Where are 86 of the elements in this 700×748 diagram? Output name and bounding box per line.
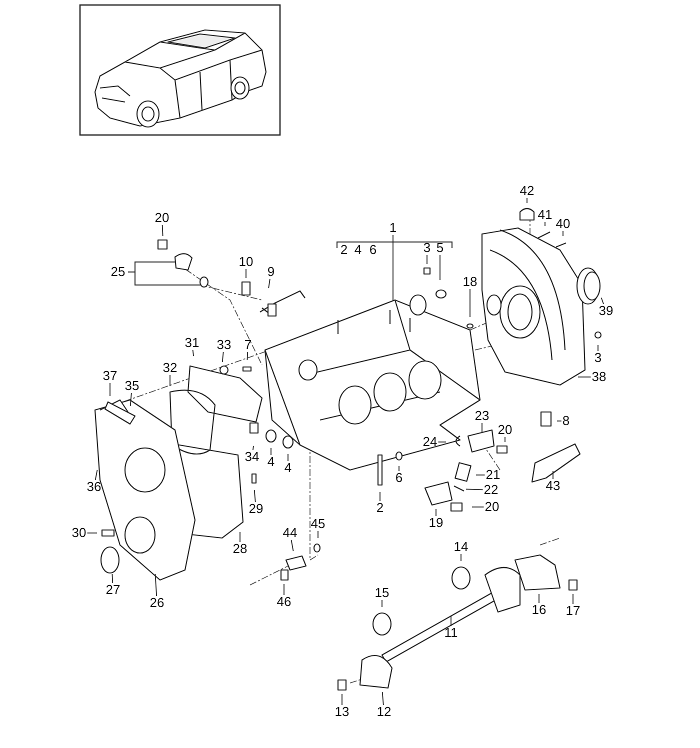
leader-line <box>572 594 574 604</box>
leader-line <box>94 469 98 480</box>
leader-line <box>552 470 554 480</box>
leader-line <box>460 554 462 562</box>
leader-line <box>130 392 132 406</box>
leader-line <box>476 474 486 476</box>
callout-number: 4 <box>283 461 293 475</box>
callout-number: 8 <box>561 414 571 428</box>
callout-number: 39 <box>598 304 614 318</box>
leader-line <box>504 436 506 442</box>
leader-line <box>270 448 272 456</box>
leader-line <box>192 350 194 356</box>
leader-line <box>290 540 294 552</box>
callout-number: 34 <box>244 450 260 464</box>
callout-number: 42 <box>518 184 536 198</box>
leader-line <box>398 466 400 472</box>
callout-number: 13 <box>334 705 350 719</box>
leader-line <box>392 234 394 302</box>
callout-number: 29 <box>248 502 264 516</box>
callout-number: 2 <box>339 243 349 257</box>
leader-line <box>426 254 428 264</box>
leader-line <box>268 278 270 288</box>
callout-number: 3 <box>422 241 432 255</box>
leader-line <box>600 297 604 304</box>
callout-number: 33 <box>216 338 232 352</box>
callout-number: 43 <box>544 479 562 493</box>
callout-number: 16 <box>530 603 548 617</box>
callout-number: 4 <box>266 455 276 469</box>
callout-number: 7 <box>243 338 253 352</box>
callout-number: 40 <box>554 217 572 231</box>
callout-number: 2 <box>375 501 385 515</box>
callout-number: 23 <box>474 409 490 423</box>
callout-number: 10 <box>238 255 254 269</box>
callout-number: 17 <box>564 604 582 618</box>
callout-number: 9 <box>266 265 276 279</box>
callout-number: 32 <box>162 361 178 375</box>
callout-number: 21 <box>484 468 502 482</box>
callout-number: 20 <box>484 500 500 514</box>
callout-number: 27 <box>104 583 122 597</box>
callout-number: 26 <box>148 596 166 610</box>
callout-number: 30 <box>70 526 88 540</box>
callout-number: 37 <box>102 369 118 383</box>
callout-number: 22 <box>482 483 500 497</box>
callout-number: 35 <box>124 379 140 393</box>
callout-number: 44 <box>282 526 298 540</box>
callout-number: 18 <box>462 275 478 289</box>
callout-number: 24 <box>422 435 438 449</box>
callout-number: 31 <box>184 336 200 350</box>
callout-number: 1 <box>388 221 398 235</box>
leader-line <box>556 420 562 422</box>
leader-line <box>246 352 248 360</box>
leader-line <box>254 490 256 502</box>
leader-line <box>538 594 540 604</box>
leader-line <box>382 692 384 706</box>
callout-number: 25 <box>110 265 126 279</box>
callout-number: 41 <box>536 208 554 222</box>
callout-number: 46 <box>276 595 292 609</box>
callout-number: 6 <box>394 471 404 485</box>
callout-number: 36 <box>86 480 102 494</box>
leader-line <box>154 574 158 596</box>
callout-number: 19 <box>428 516 444 530</box>
leader-line <box>466 488 484 490</box>
leader-line <box>544 222 546 226</box>
callout-number: 6 <box>368 243 378 257</box>
leader-line <box>450 616 452 626</box>
leader-line <box>86 532 98 534</box>
leader-line <box>252 446 254 450</box>
callout-number: 20 <box>496 423 514 437</box>
leader-line <box>222 352 224 362</box>
leader-line <box>526 198 528 204</box>
leader-line <box>562 230 564 236</box>
callout-number: 14 <box>452 540 470 554</box>
callout-number: 45 <box>310 517 326 531</box>
callout-number: 20 <box>154 211 170 225</box>
leader-line <box>578 376 592 378</box>
callout-number: 11 <box>443 626 459 640</box>
callout-number: 5 <box>435 241 445 255</box>
callout-number: 28 <box>232 542 248 556</box>
leader-line <box>162 224 164 236</box>
callout-number: 4 <box>353 243 363 257</box>
callout-number: 3 <box>593 351 603 365</box>
callout-number: 38 <box>590 370 608 384</box>
callout-number: 15 <box>374 586 390 600</box>
leader-line <box>112 574 114 584</box>
callout-number: 12 <box>376 705 392 719</box>
leader-line <box>472 506 484 508</box>
